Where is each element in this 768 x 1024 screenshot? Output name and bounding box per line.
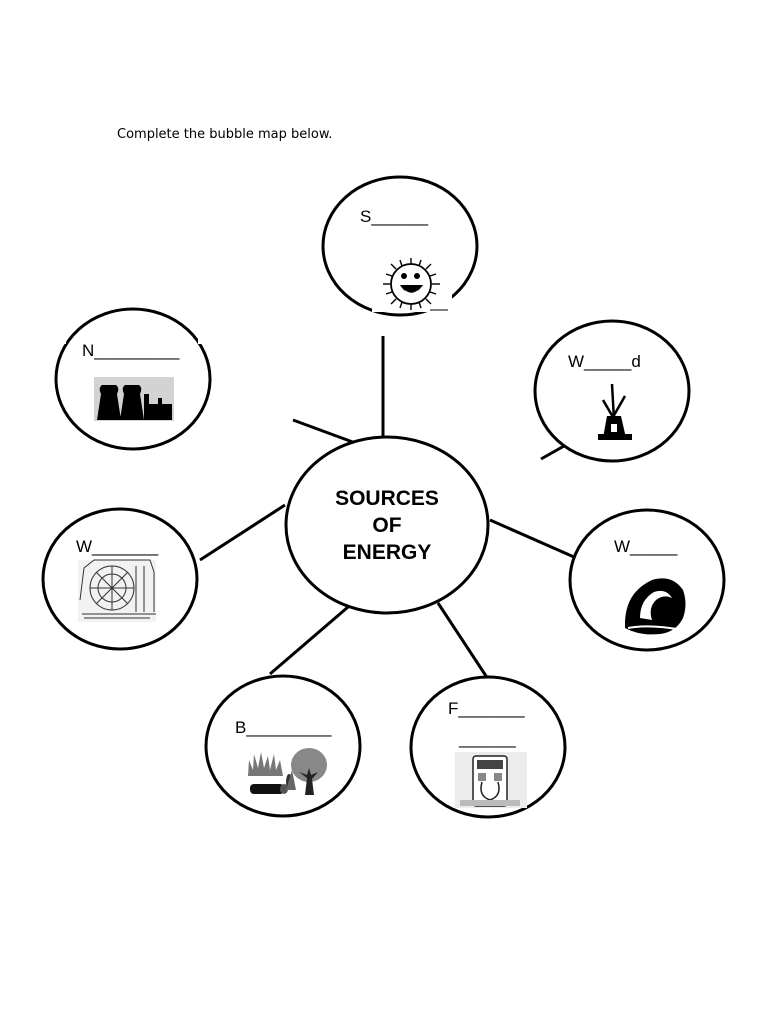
center-title-line1: SOURCES: [335, 487, 439, 510]
water-left-label: W_______: [76, 537, 159, 556]
nuclear-label: N_________: [82, 341, 180, 360]
sun-icon: [372, 255, 452, 312]
wind-label: W_____d: [568, 352, 641, 371]
bubble-water-right: [568, 508, 726, 652]
bubble-biomass: [204, 674, 362, 818]
water-wheel-icon: [78, 559, 156, 622]
power-plant-icon: [94, 377, 174, 421]
solar-label: S______: [360, 207, 429, 226]
center-title-line2: OF: [372, 514, 402, 537]
line-biomass: [269, 605, 349, 676]
gas-pump-icon: [455, 752, 527, 808]
line-water-right: [489, 518, 575, 559]
center-title-line3: ENERGY: [342, 541, 432, 564]
windmill-icon: [598, 383, 632, 440]
fossil-label-line2: ______: [459, 729, 516, 748]
center-title: SOURCES OF ENERGY: [287, 485, 487, 566]
wave-icon: [625, 578, 686, 635]
plants-tree-icon: [248, 748, 327, 795]
water-right-label: W_____: [614, 537, 678, 556]
line-fossil: [436, 602, 490, 680]
line-water-left: [199, 503, 286, 562]
instruction-text: Complete the bubble map below.: [117, 127, 333, 142]
center-bubble: [284, 435, 490, 615]
fossil-label-line1: F_______: [448, 699, 525, 718]
biomass-label: B_________: [235, 718, 332, 737]
